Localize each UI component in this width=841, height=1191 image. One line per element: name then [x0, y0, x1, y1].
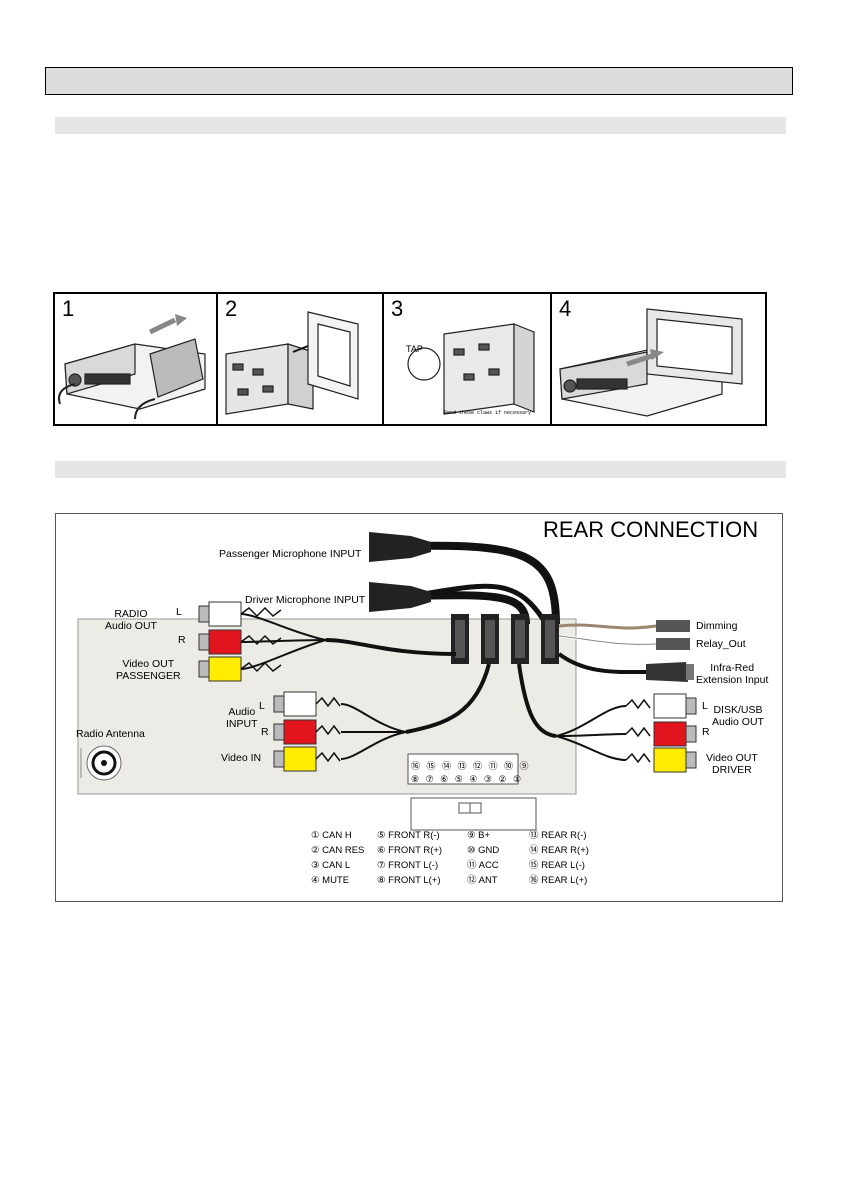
- step-4-illustration: [559, 308, 743, 417]
- section-header-connection: [55, 461, 786, 478]
- pin-item: ⑬ REAR R(-): [529, 830, 587, 841]
- connector-top-numbers: ⑯ ⑮ ⑭ ⑬ ⑫ ⑪ ⑩ ⑨: [411, 761, 531, 771]
- step-2-panel: 2: [218, 294, 384, 424]
- label-dimming: Dimming: [696, 620, 738, 632]
- pin-item: ⑫ ANT: [467, 875, 498, 886]
- step-2-illustration: [225, 311, 359, 415]
- pin-item: ③ CAN L: [311, 860, 351, 871]
- pin-item: ⑮ REAR L(-): [529, 860, 585, 871]
- rear-connection-title: REAR CONNECTION: [543, 517, 759, 542]
- tap-label: TAP: [406, 344, 423, 354]
- step-number: 1: [62, 296, 75, 321]
- step-4-panel: 4: [552, 294, 765, 424]
- pin-item: ⑭ REAR R(+): [529, 845, 589, 856]
- pin-item: ② CAN RES: [311, 845, 365, 856]
- step-number: 2: [225, 296, 238, 321]
- connector-pin-row-top: ⑯ ⑮ ⑭ ⑬ ⑫ ⑪ ⑩ ⑨: [411, 756, 529, 774]
- rear-connection-diagram: REAR CONNECTION Passenger Microphone INP…: [55, 513, 783, 902]
- step-number: 4: [559, 296, 572, 321]
- label-driver-mic: Driver Microphone INPUT: [245, 594, 366, 606]
- pin-legend: ① CAN H ② CAN RES ③ CAN L ④ MUTE ⑤ FRONT…: [311, 828, 731, 894]
- label-video-out-driver: Video OUT DRIVER: [706, 752, 758, 776]
- pin-col-3: ⑨ B+ ⑩ GND ⑪ ACC ⑫ ANT: [467, 828, 499, 888]
- label-r-input: R: [261, 726, 269, 738]
- pin-item: ⑨ B+: [467, 830, 491, 841]
- pin-col-2: ⑤ FRONT R(-) ⑥ FRONT R(+) ⑦ FRONT L(-) ⑧…: [377, 828, 442, 888]
- step-number: 3: [391, 296, 404, 321]
- pin-item: ④ MUTE: [311, 875, 350, 886]
- pin-item: ⑧ FRONT L(+): [377, 875, 441, 886]
- pin-item: ⑩ GND: [467, 845, 500, 856]
- label-disk-usb: DISK/USB Audio OUT: [712, 704, 764, 728]
- pin-col-1: ① CAN H ② CAN RES ③ CAN L ④ MUTE: [311, 828, 364, 888]
- label-relay-out: Relay_Out: [696, 638, 746, 650]
- step-1-panel: 1: [55, 294, 218, 424]
- connector-bottom-numbers: ⑧ ⑦ ⑥ ⑤ ④ ③ ② ①: [411, 774, 524, 784]
- wiring-graphics: [77, 532, 697, 831]
- page-title-bar: [45, 67, 793, 95]
- section-header-installation: [55, 117, 786, 134]
- label-r-disk: R: [702, 726, 710, 738]
- label-passenger-mic: Passenger Microphone INPUT: [219, 548, 362, 560]
- step-3-panel: 3 TAP Bend these claws if necessary: [384, 294, 552, 424]
- pin-col-4: ⑬ REAR R(-) ⑭ REAR R(+) ⑮ REAR L(-) ⑯ RE…: [529, 828, 589, 888]
- connector-pin-row-bottom: ⑧ ⑦ ⑥ ⑤ ④ ③ ② ①: [411, 769, 521, 787]
- pin-item: ⑤ FRONT R(-): [377, 830, 440, 841]
- step-3-illustration: TAP Bend these claws if necessary: [406, 323, 535, 416]
- label-l-input: L: [259, 700, 265, 712]
- label-radio-antenna: Radio Antenna: [76, 728, 145, 740]
- pin-item: ⑪ ACC: [467, 860, 499, 871]
- label-video-out-passenger: Video OUT PASSENGER: [116, 658, 181, 682]
- label-video-in: Video IN: [221, 752, 262, 764]
- pin-item: ⑯ REAR L(+): [529, 875, 588, 886]
- label-l-radio: L: [176, 606, 182, 618]
- label-radio-audio-out: RADIO Audio OUT: [105, 608, 157, 632]
- step-1-illustration: [58, 314, 206, 420]
- installation-steps: 1 2: [53, 292, 767, 426]
- label-infra-red: Infra-Red Extension Input: [696, 662, 769, 686]
- bend-note: Bend these claws if necessary: [444, 410, 531, 416]
- pin-item: ⑥ FRONT R(+): [377, 845, 443, 856]
- label-r-radio: R: [178, 634, 186, 646]
- pin-item: ⑦ FRONT L(-): [377, 860, 439, 871]
- label-audio-input: Audio INPUT: [226, 706, 258, 730]
- pin-item: ① CAN H: [311, 830, 352, 841]
- label-l-disk: L: [702, 700, 708, 712]
